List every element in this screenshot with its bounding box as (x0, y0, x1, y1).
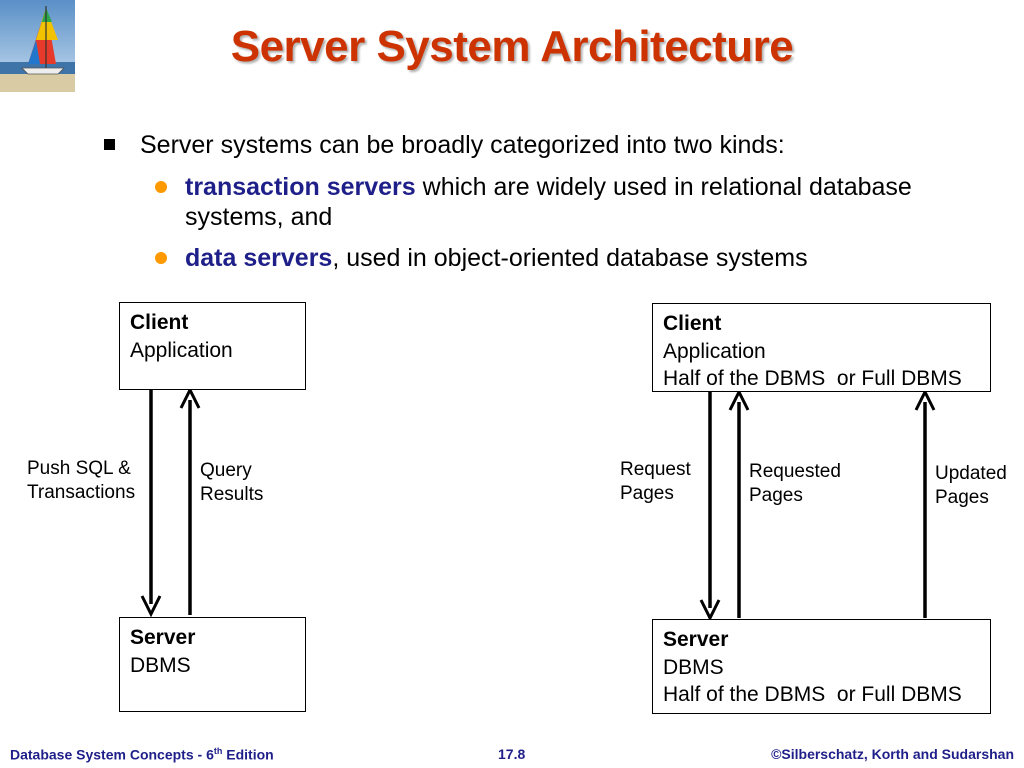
label-requested-pages-line2: Pages (749, 485, 803, 506)
label-request-pages: Request Pages (620, 458, 691, 506)
label-query-results: Query Results (200, 459, 263, 507)
arrow-updated-pages-up (914, 388, 936, 618)
left-server-box: Server DBMS (119, 617, 306, 712)
bullet-sub1-line1: transaction servers which are widely use… (185, 172, 912, 202)
left-client-title: Client (130, 311, 189, 334)
label-push-sql-line1: Push SQL & (27, 458, 131, 479)
bullet-sub2-rest: , used in object-oriented database syste… (332, 244, 808, 272)
label-request-pages-line1: Request (620, 459, 691, 480)
label-updated-pages-line2: Pages (935, 487, 989, 508)
square-bullet-icon (104, 139, 115, 150)
footer-left-suffix: Edition (222, 746, 274, 763)
right-client-title: Client (663, 312, 722, 335)
label-updated-pages-line1: Updated (935, 463, 1007, 484)
label-requested-pages-line1: Requested (749, 461, 841, 482)
arrow-push-sql-down (140, 390, 162, 618)
circle-bullet-icon (155, 252, 167, 264)
page-title: Server System Architecture (230, 22, 794, 71)
bullet-sub2-line: data servers, used in object-oriented da… (185, 243, 808, 273)
right-client-line2: Half of the DBMS or Full DBMS (663, 367, 962, 390)
right-server-box: Server DBMS Half of the DBMS or Full DBM… (652, 619, 991, 714)
bullet-main-text: Server systems can be broadly categorize… (140, 131, 785, 159)
arrow-request-pages-down (699, 392, 721, 622)
footer-left-prefix: Database System Concepts - 6 (10, 746, 214, 763)
right-server-title: Server (663, 628, 729, 651)
right-server-line1: DBMS (663, 655, 724, 679)
right-server-line2: Half of the DBMS or Full DBMS (663, 683, 962, 706)
footer-left: Database System Concepts - 6th Edition (10, 746, 274, 763)
right-client-box: Client Application Half of the DBMS or F… (652, 303, 991, 392)
arrow-requested-pages-up (728, 388, 750, 618)
left-server-line1: DBMS (130, 653, 191, 677)
label-updated-pages: Updated Pages (935, 462, 1007, 510)
footer-page-number: 17.8 (498, 746, 526, 762)
left-client-box: Client Application (119, 302, 306, 390)
label-push-sql-line2: Transactions (27, 482, 136, 503)
right-client-line1: Application (663, 339, 766, 363)
footer-left-sup: th (213, 746, 223, 756)
footer: Database System Concepts - 6th Edition 1… (0, 735, 1024, 768)
term-transaction-servers: transaction servers (185, 173, 416, 201)
label-requested-pages: Requested Pages (749, 460, 841, 508)
circle-bullet-icon (155, 181, 167, 193)
left-server-title: Server (130, 626, 196, 649)
bullet-sub1-rest: which are widely used in relational data… (415, 173, 912, 201)
label-query-results-line1: Query (200, 460, 252, 481)
footer-copyright: ©Silberschatz, Korth and Sudarshan (771, 746, 1014, 762)
bullet-sub1-line2: systems, and (185, 203, 333, 231)
label-request-pages-line2: Pages (620, 483, 674, 504)
sailboat-logo-icon (0, 0, 75, 92)
label-query-results-line2: Results (200, 484, 264, 505)
left-client-line1: Application (130, 338, 233, 362)
label-push-sql: Push SQL & Transactions (27, 457, 135, 505)
arrow-query-results-up (179, 386, 201, 615)
term-data-servers: data servers (185, 244, 333, 272)
